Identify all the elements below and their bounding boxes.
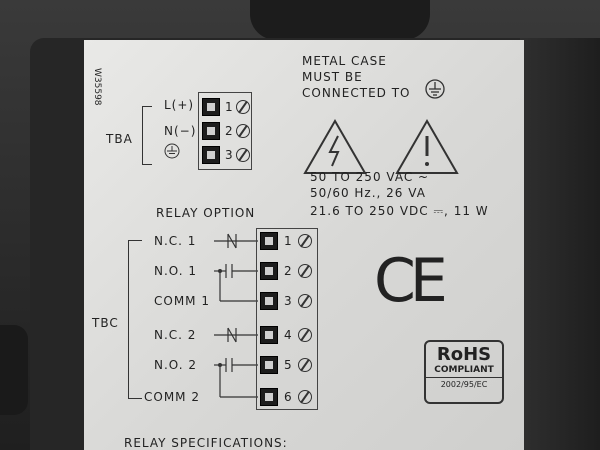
tbc-terminal-2 — [260, 262, 278, 280]
header-line-3: CONNECTED TO — [302, 86, 411, 100]
tbc-terminal-6 — [260, 388, 278, 406]
part-code: W35598 — [92, 68, 102, 106]
tbc-term-3-label: COMM 1 — [154, 294, 210, 308]
caution-warning-icon — [395, 118, 459, 174]
tbc-num-3: 3 — [284, 294, 293, 308]
tbc-term-5-label: N.O. 2 — [154, 358, 198, 372]
tba-bracket-bottom — [142, 164, 152, 165]
case-left-knob — [0, 325, 28, 415]
tbc-terminal-5 — [260, 356, 278, 374]
tbc-num-6: 6 — [284, 390, 293, 404]
tbc-num-1: 1 — [284, 234, 293, 248]
tba-bracket-top — [142, 106, 152, 107]
tbc-screw-3 — [298, 294, 312, 308]
tba-screw-1 — [236, 100, 250, 114]
label-plate: W35598 METAL CASE MUST BE CONNECTED TO 5… — [84, 40, 524, 450]
tba-terminal-block — [198, 92, 252, 170]
power-dc-line: 21.6 TO 250 VDC ⎓, 11 W — [310, 204, 489, 218]
tbc-screw-4 — [298, 328, 312, 342]
tbc-terminal-block — [256, 228, 318, 410]
tbc-label: TBC — [92, 316, 119, 330]
tbc-terminal-4 — [260, 326, 278, 344]
relay-wiring-diagram — [214, 233, 258, 398]
tba-screw-3 — [236, 148, 250, 162]
header-line-1: METAL CASE — [302, 54, 387, 68]
tbc-screw-5 — [298, 358, 312, 372]
tbc-term-4-label: N.C. 2 — [154, 328, 197, 342]
tbc-bracket-bottom — [128, 398, 142, 399]
case-right-edge — [520, 38, 600, 450]
tbc-num-4: 4 — [284, 328, 293, 342]
tba-terminal-2 — [202, 122, 220, 140]
case-top-knob — [250, 0, 430, 40]
tbc-bracket-top — [128, 240, 142, 241]
rohs-subtitle: COMPLIANT — [434, 365, 494, 375]
tbc-term-6-label: COMM 2 — [144, 390, 200, 404]
tbc-term-1-label: N.C. 1 — [154, 234, 197, 248]
high-voltage-warning-icon — [303, 118, 367, 174]
tba-ground-icon — [164, 143, 180, 159]
tba-label: TBA — [106, 132, 133, 146]
tbc-bracket — [128, 240, 129, 398]
tbc-num-5: 5 — [284, 358, 293, 372]
tba-num-2: 2 — [225, 124, 234, 138]
tba-screw-2 — [236, 124, 250, 138]
relay-specifications-heading: RELAY SPECIFICATIONS: — [124, 436, 288, 450]
tbc-terminal-3 — [260, 292, 278, 310]
tba-term-1-label: L(+) — [164, 98, 195, 112]
tba-term-2-label: N(−) — [164, 124, 197, 138]
tbc-terminal-1 — [260, 232, 278, 250]
tbc-screw-1 — [298, 234, 312, 248]
tbc-screw-2 — [298, 264, 312, 278]
power-ac-line-2: 50/60 Hz., 26 VA — [310, 186, 426, 200]
tba-num-3: 3 — [225, 148, 234, 162]
power-ac-line-1: 50 TO 250 VAC ~ — [310, 170, 430, 184]
tbc-num-2: 2 — [284, 264, 293, 278]
rohs-title: RoHS — [436, 344, 492, 365]
header-line-2: MUST BE — [302, 70, 363, 84]
tba-terminal-3 — [202, 146, 220, 164]
tba-num-1: 1 — [225, 100, 234, 114]
ground-icon — [425, 79, 445, 99]
rohs-directive: 2002/95/EC — [426, 377, 502, 389]
relay-option-title: RELAY OPTION — [156, 206, 256, 220]
tba-terminal-1 — [202, 98, 220, 116]
rohs-badge: RoHS COMPLIANT 2002/95/EC — [424, 340, 504, 404]
tbc-term-2-label: N.O. 1 — [154, 264, 198, 278]
tba-bracket — [142, 106, 143, 164]
tbc-screw-6 — [298, 390, 312, 404]
ce-mark: CE — [374, 246, 448, 316]
